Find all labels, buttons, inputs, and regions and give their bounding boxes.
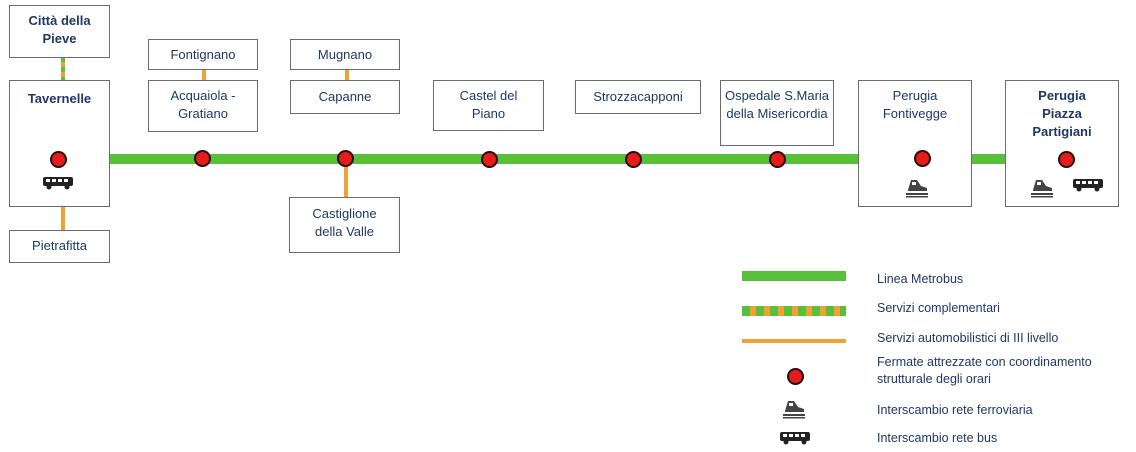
stop-marker-strozzacapponi (627, 153, 640, 166)
legend-bus-label: Interscambio rete bus (877, 431, 998, 445)
stop-marker-capanne (339, 152, 352, 165)
legend-ferroviaria-label: Interscambio rete ferroviaria (877, 403, 1033, 417)
stop-marker-castel-del-piano (483, 153, 496, 166)
station-castiglione-della-valle: Castiglione della Valle (289, 197, 400, 253)
station-label: Capanne (318, 89, 372, 104)
bus-icon (43, 177, 73, 190)
station-label: Città della Pieve (28, 13, 91, 46)
legend-automobilistici-swatch (742, 339, 846, 343)
stop-marker-tavernelle (52, 153, 65, 166)
station-label: Mugnano (317, 47, 373, 62)
station-ospedale: Ospedale S.Maria della Misericordia (720, 80, 834, 146)
station-label: Acquaiola - Gratiano (170, 88, 236, 121)
stop-marker-acquaiola (196, 152, 209, 165)
feeder-connector-castiglione (344, 158, 348, 198)
legend-automobilistici-label: Servizi automobilistici di III livello (877, 331, 1059, 345)
station-label: Castiglione della Valle (312, 206, 377, 239)
stop-marker-fontivegge (916, 152, 929, 165)
legend-complementari-label: Servizi complementari (877, 301, 1000, 315)
station-citta-della-pieve: Città della Pieve (9, 5, 110, 58)
station-label: Pietrafitta (32, 238, 87, 253)
station-label: Ospedale S.Maria della Misericordia (724, 88, 830, 121)
station-label: Perugia Fontivegge (882, 88, 948, 121)
station-fontignano: Fontignano (148, 39, 258, 70)
stop-marker-ospedale (771, 153, 784, 166)
stop-marker-partigiani (1060, 153, 1073, 166)
legend-metrobus-swatch (742, 271, 846, 281)
feeder-connector-pietrafitta (61, 206, 65, 230)
bus-icon (1073, 179, 1103, 192)
station-label: Perugia Piazza Partigiani (1032, 88, 1092, 139)
station-strozzacapponi: Strozzacapponi (575, 80, 701, 114)
legend-stop-marker (789, 370, 802, 383)
legend-complementari-swatch (742, 306, 846, 316)
station-label: Strozzacapponi (593, 89, 683, 104)
complementary-connector-citta-pieve (61, 57, 65, 80)
station-castel-del-piano: Castel del Piano (433, 80, 544, 131)
station-pietrafitta: Pietrafitta (9, 230, 110, 263)
train-icon (1031, 180, 1053, 198)
station-label: Castel del Piano (459, 88, 518, 121)
legend-fermate-label: Fermate attrezzate con coordinamento str… (877, 355, 1092, 386)
train-icon (906, 180, 928, 198)
metrobus-line (58, 154, 1066, 164)
feeder-connector-fontignano (202, 69, 206, 81)
feeder-connector-mugnano (345, 69, 349, 81)
legend-bus-icon (780, 432, 810, 445)
legend-metrobus-label: Linea Metrobus (877, 272, 964, 286)
station-label: Tavernelle (27, 91, 92, 106)
station-mugnano: Mugnano (290, 39, 400, 70)
station-capanne: Capanne (290, 80, 400, 114)
station-label: Fontignano (170, 47, 236, 62)
station-acquaiola-gratiano: Acquaiola - Gratiano (148, 80, 258, 132)
legend-train-icon (783, 401, 805, 419)
